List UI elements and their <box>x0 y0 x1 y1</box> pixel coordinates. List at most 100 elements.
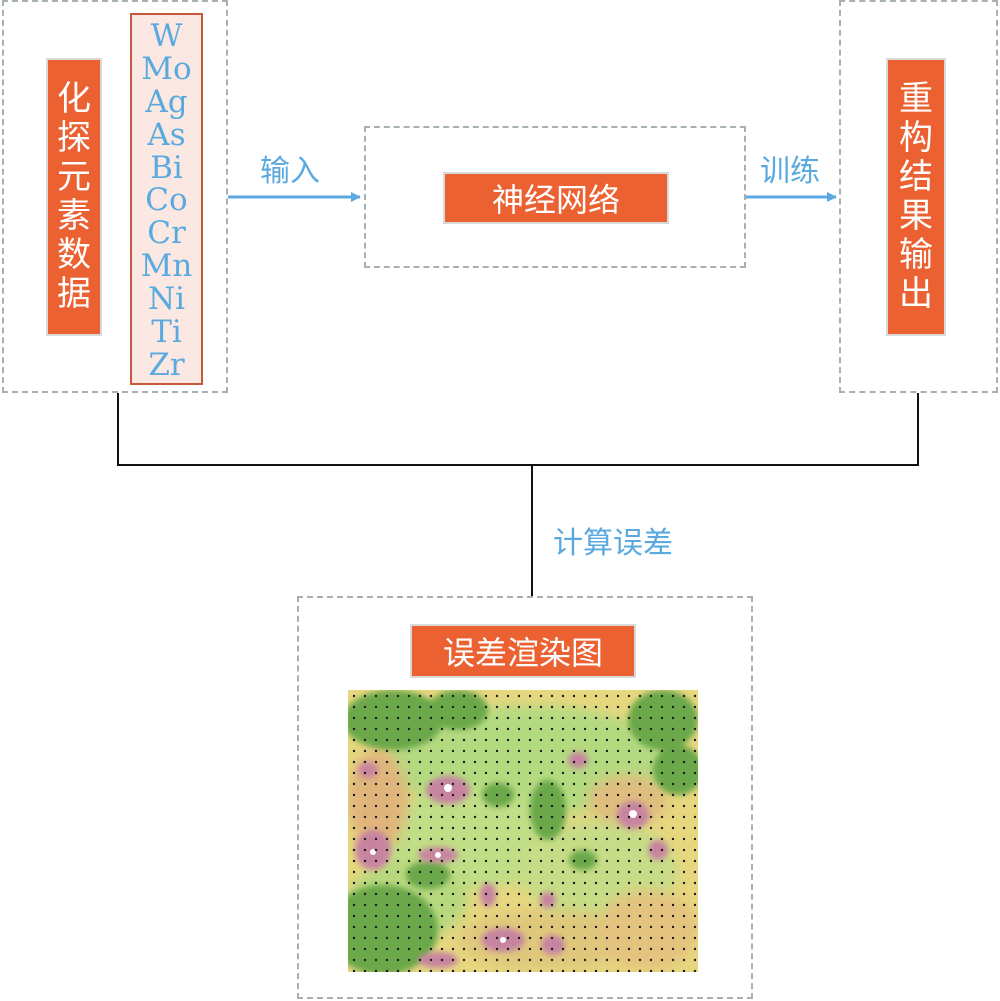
sample-point <box>396 859 400 863</box>
sample-point <box>462 771 466 775</box>
sample-point <box>451 859 455 863</box>
sample-point <box>352 925 356 929</box>
sample-point <box>638 914 642 918</box>
sample-point <box>473 892 477 896</box>
sample-point <box>451 716 455 720</box>
input-title-char: 素 <box>57 196 91 236</box>
sample-point <box>517 749 521 753</box>
sample-point <box>407 837 411 841</box>
sample-point <box>462 716 466 720</box>
sample-point <box>495 859 499 863</box>
sample-point <box>539 804 543 808</box>
sample-point <box>451 914 455 918</box>
sample-point <box>429 969 433 972</box>
sample-point <box>649 925 653 929</box>
sample-point <box>561 903 565 907</box>
sample-point <box>418 914 422 918</box>
sample-point <box>539 705 543 709</box>
sample-point <box>396 826 400 830</box>
sample-point <box>550 705 554 709</box>
sample-point <box>594 969 598 972</box>
sample-point <box>660 947 664 951</box>
sample-point <box>374 892 378 896</box>
sample-point <box>660 936 664 940</box>
sample-point <box>352 958 356 962</box>
sample-point <box>407 782 411 786</box>
sample-point <box>484 914 488 918</box>
sample-point <box>407 694 411 698</box>
sample-point <box>616 837 620 841</box>
sample-point <box>583 760 587 764</box>
sample-point <box>407 936 411 940</box>
sample-point <box>352 771 356 775</box>
sample-point <box>605 815 609 819</box>
input-arrow-label: 输入 <box>260 154 320 189</box>
input-title-char: 探 <box>57 117 91 158</box>
sample-point <box>583 716 587 720</box>
sample-point <box>451 782 455 786</box>
sample-point <box>440 903 444 907</box>
sample-point <box>649 903 653 907</box>
sample-point <box>440 848 444 852</box>
sample-point <box>484 936 488 940</box>
sample-point <box>605 782 609 786</box>
sample-point <box>495 870 499 874</box>
sample-point <box>451 760 455 764</box>
sample-point <box>418 771 422 775</box>
sample-point <box>671 837 675 841</box>
sample-point <box>484 947 488 951</box>
sample-point <box>363 914 367 918</box>
sample-point <box>517 716 521 720</box>
sample-point <box>440 958 444 962</box>
sample-point <box>363 804 367 808</box>
sample-point <box>572 771 576 775</box>
sample-point <box>517 947 521 951</box>
sample-point <box>473 969 477 972</box>
sample-point <box>638 716 642 720</box>
sample-point <box>462 958 466 962</box>
sample-point <box>561 859 565 863</box>
sample-point <box>528 771 532 775</box>
sample-point <box>572 848 576 852</box>
sample-point <box>594 947 598 951</box>
sample-point <box>550 716 554 720</box>
sample-point <box>605 716 609 720</box>
sample-point <box>352 738 356 742</box>
sample-point <box>484 760 488 764</box>
sample-point <box>671 914 675 918</box>
sample-point <box>682 892 686 896</box>
sample-point <box>550 837 554 841</box>
sample-point <box>363 771 367 775</box>
sample-point <box>627 903 631 907</box>
sample-point <box>385 859 389 863</box>
sample-point <box>462 881 466 885</box>
sample-point <box>462 782 466 786</box>
sample-point <box>484 793 488 797</box>
sample-point <box>396 837 400 841</box>
sample-point <box>440 914 444 918</box>
sample-point <box>495 771 499 775</box>
sample-point <box>682 760 686 764</box>
sample-point <box>396 870 400 874</box>
sample-point <box>528 749 532 753</box>
sample-point <box>561 969 565 972</box>
sample-point <box>517 837 521 841</box>
sample-point <box>484 716 488 720</box>
sample-point <box>506 958 510 962</box>
sample-point <box>374 958 378 962</box>
sample-point <box>484 958 488 962</box>
sample-point <box>594 793 598 797</box>
sample-point <box>550 881 554 885</box>
sample-point <box>374 826 378 830</box>
sample-point <box>528 738 532 742</box>
sample-point <box>451 771 455 775</box>
sample-point <box>561 914 565 918</box>
sample-point <box>528 914 532 918</box>
element-item: Mn <box>140 248 193 285</box>
sample-point <box>550 914 554 918</box>
sample-point <box>616 694 620 698</box>
sample-point <box>528 936 532 940</box>
sample-point <box>671 881 675 885</box>
sample-point <box>627 738 631 742</box>
sample-point <box>484 859 488 863</box>
